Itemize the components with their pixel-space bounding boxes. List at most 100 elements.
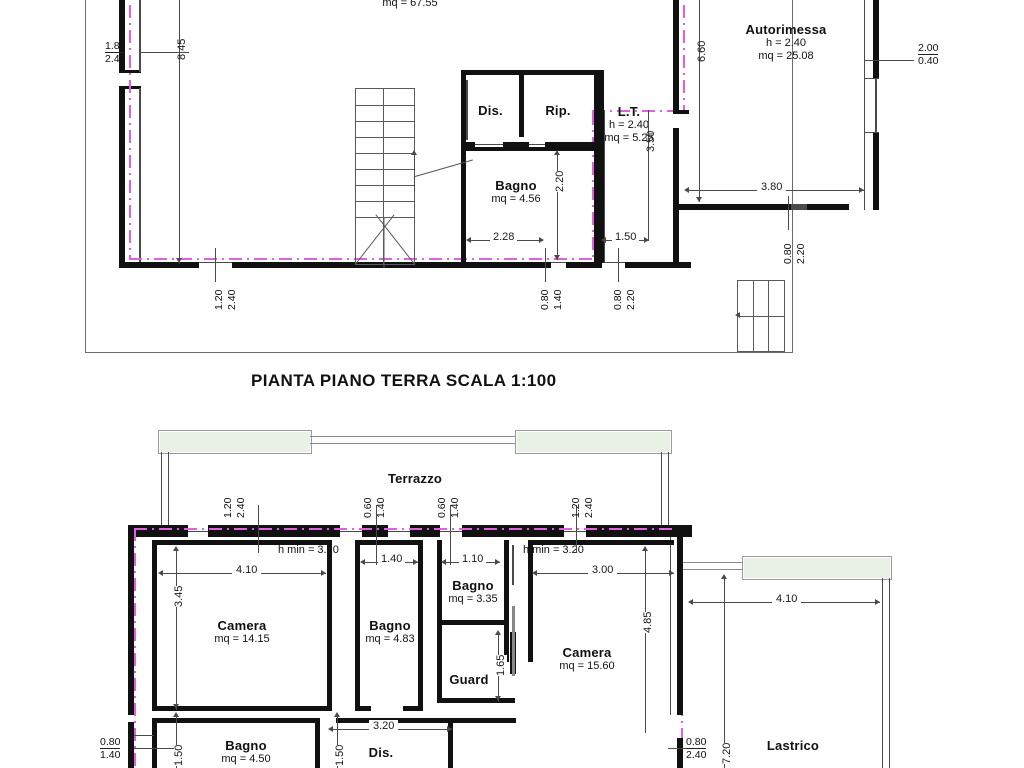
room-name: Camera	[217, 618, 267, 633]
room-area: mq = 14.15	[214, 633, 270, 646]
leader-up-080-140	[134, 748, 174, 749]
opening-up-240-b: 2.40	[583, 498, 595, 518]
terrace-left-post-b	[168, 452, 169, 525]
terrace-window-right	[515, 430, 672, 454]
exterior-wall-bottom-garagewing	[625, 262, 691, 268]
wall-rip-right	[594, 70, 599, 147]
door-threshold-dis	[475, 144, 503, 145]
door-opening-bottom-3	[602, 262, 625, 263]
room-name: Dis.	[368, 745, 394, 760]
wall-dis-left	[461, 70, 466, 147]
room-name: Autorimessa	[745, 22, 827, 37]
opening-up-240: 2.40	[235, 498, 247, 518]
dimline-left-845-arrow	[176, 258, 182, 263]
room-label-lt: L.T. h = 2.40 mq = 5.25	[584, 104, 674, 145]
upper-wall-top-e	[462, 525, 564, 537]
room-label-autorimessa: Autorimessa h = 2.40 mq = 25.08	[716, 22, 856, 63]
lastrico-rail-bottom	[683, 569, 742, 570]
wall-lower-band-top-a	[152, 718, 320, 723]
opening-up-080-240: 0.80 2.40	[686, 736, 707, 761]
unit-boundary-lt-right	[592, 112, 594, 260]
garage-wall-inner-line	[864, 0, 865, 210]
room-area: mq = 5.25	[604, 132, 654, 145]
exterior-wall-garage-right	[873, 0, 879, 78]
dim-110-arrow-r	[495, 559, 500, 565]
dimline-380-arrow-r	[859, 187, 864, 193]
dim-left-845: 8.45	[176, 38, 188, 60]
terrace-right-post-a	[661, 452, 662, 525]
upper-unit-boundary-top	[134, 528, 684, 530]
exterior-wall-bottom-right	[566, 262, 602, 268]
leader-080-140	[545, 248, 546, 282]
opening-200-040: 2.00 0.40	[918, 42, 939, 67]
dimline-bagno-150	[176, 714, 177, 768]
dimline-228-arrow-r	[539, 237, 544, 243]
leader-up-120-240-b	[576, 505, 577, 553]
room-label-camera-1: Camera mq = 14.15	[192, 618, 292, 646]
room-name: Camera	[562, 645, 612, 660]
exterior-wall-garage-left	[673, 0, 679, 114]
upper-wall-right	[677, 525, 683, 715]
garage-threshold-2	[864, 132, 879, 133]
lastrico-post-b	[889, 578, 890, 768]
wall-dis-rip-top	[461, 70, 599, 75]
dim-345-arrow-u	[173, 546, 179, 551]
room-label-main-ground: h = 2.70 mq = 67.55	[340, 0, 480, 10]
leader-up-120-240-a	[258, 505, 259, 553]
room-label-dis-upper: Dis.	[350, 745, 412, 760]
room-name: Lastrico	[766, 738, 820, 753]
room-area: mq = 3.35	[448, 593, 498, 606]
room-name: Bagno	[225, 738, 267, 753]
opening-height: 2.20	[795, 243, 807, 264]
wall-bagno335-right	[504, 540, 509, 662]
height-min-left: h min = 3.20	[278, 544, 339, 556]
dimline-150-arrow-l	[601, 237, 606, 243]
opening-height: 2.40	[226, 289, 238, 310]
dimline-220-arrow-d	[554, 255, 560, 260]
dim-l410-arrow-l	[688, 599, 693, 605]
wall-bagno450-right	[315, 718, 320, 768]
upper-wall-right-lower	[677, 738, 683, 768]
wall-camera1-left	[152, 540, 157, 710]
opening-height: 2.20	[625, 289, 637, 310]
dim-lastrico-720: 7.20	[721, 742, 733, 764]
wall-dis-rip-bottom-r	[545, 142, 599, 147]
opening-up-120: 1.20	[222, 498, 234, 518]
room-name: Guard	[449, 672, 489, 687]
wall-bagno-top	[461, 147, 599, 151]
opening-120-240: 1.20	[213, 290, 225, 310]
terrace-window-left	[158, 430, 312, 454]
wall-bagno483-left	[355, 540, 360, 710]
wall-camera2-top	[528, 540, 674, 545]
leader-080-220-garage	[788, 196, 789, 230]
upper-wall-left-lower	[128, 722, 134, 768]
opening-080-140-h: 1.40	[552, 290, 564, 310]
exterior-wall-garage-left2	[673, 128, 679, 268]
exterior-wall-left-lower	[119, 88, 125, 268]
wall-dis-rip-bottom-m	[503, 142, 529, 147]
room-height: h = 2.40	[765, 37, 807, 50]
dim-camera2-300: 3.00	[588, 564, 618, 576]
height-min-right: h min = 3.20	[523, 544, 584, 556]
wall-dis-right-lower	[448, 722, 453, 768]
staircase-internal	[355, 88, 415, 268]
wall-lt-right	[599, 70, 604, 263]
dim-lt-350: 3.50	[645, 130, 657, 152]
dim-dis-left-150: 1.50	[334, 744, 346, 766]
dimline-dis-150	[337, 714, 338, 768]
opening-width: 0.80	[686, 736, 707, 750]
terrace-rail-top	[310, 436, 515, 437]
dim-410-arrow-l	[158, 570, 163, 576]
dimline-150-arrow-r	[644, 237, 649, 243]
exterior-wall-left-upper	[119, 0, 125, 72]
dim-bagno-left-150: 1.50	[173, 744, 185, 766]
plan-title-piano-terra: PIANTA PIANO TERRA SCALA 1:100	[251, 371, 557, 390]
upper-wall-top-d	[410, 525, 440, 537]
leader-180-240	[139, 52, 189, 53]
opening-width: 1.20	[213, 289, 225, 310]
wall-lower-band-top-b	[336, 718, 516, 723]
wall-bagno-right	[594, 147, 599, 263]
dimline-220-arrow-u	[554, 150, 560, 155]
upper-window-sill-e	[564, 531, 586, 532]
